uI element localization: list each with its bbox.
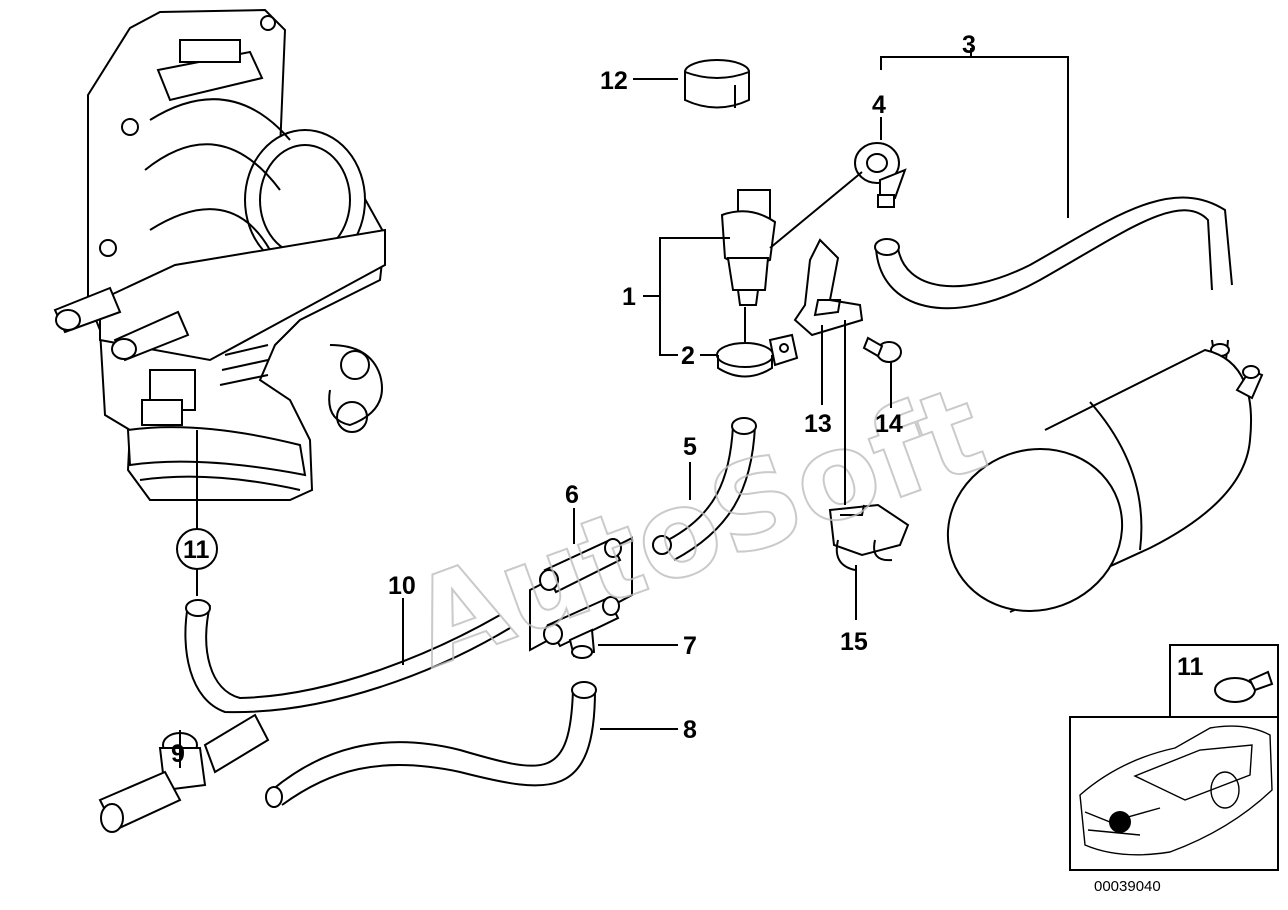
callout-6: 6 <box>565 481 579 509</box>
bolt-14 <box>862 336 902 363</box>
callout-1: 1 <box>622 283 636 311</box>
elbow-4 <box>854 142 907 208</box>
callout-11: 11 <box>183 536 210 564</box>
hose-10 <box>184 599 511 714</box>
valve-9 <box>98 713 270 833</box>
callout-13: 13 <box>804 410 832 438</box>
bracket-13 <box>793 238 864 337</box>
callout-7: 7 <box>683 632 697 660</box>
inset-vehicle <box>1069 716 1279 871</box>
location-marker <box>1109 811 1131 833</box>
callout-10: 10 <box>388 572 416 600</box>
reference-code: 00039040 <box>1094 878 1161 895</box>
clamp-2 <box>716 333 799 378</box>
callout-14: 14 <box>875 410 903 438</box>
callout-4: 4 <box>872 91 886 119</box>
callout-11-inset: 11 <box>1177 653 1204 681</box>
throttle-body <box>53 8 387 501</box>
inset-clamp-11: 11 <box>1169 644 1279 718</box>
callout-9: 9 <box>171 740 185 768</box>
hose-5 <box>652 417 757 561</box>
callout-5: 5 <box>683 433 697 461</box>
callout-11-circle <box>176 528 218 570</box>
hose-3 <box>874 196 1233 361</box>
filter-canister <box>946 348 1264 613</box>
watermark-text: AutoSoft <box>394 361 1002 696</box>
callout-8: 8 <box>683 716 697 744</box>
callout-3: 3 <box>962 31 976 59</box>
connector-group <box>529 536 633 659</box>
callout-12: 12 <box>600 67 628 95</box>
leader-lines <box>179 48 1069 768</box>
cap-12 <box>684 59 750 109</box>
clip-15 <box>828 503 910 571</box>
idle-valve-1 <box>720 189 777 306</box>
hose-8 <box>265 681 597 808</box>
callout-15: 15 <box>840 628 868 656</box>
callout-2: 2 <box>681 342 695 370</box>
